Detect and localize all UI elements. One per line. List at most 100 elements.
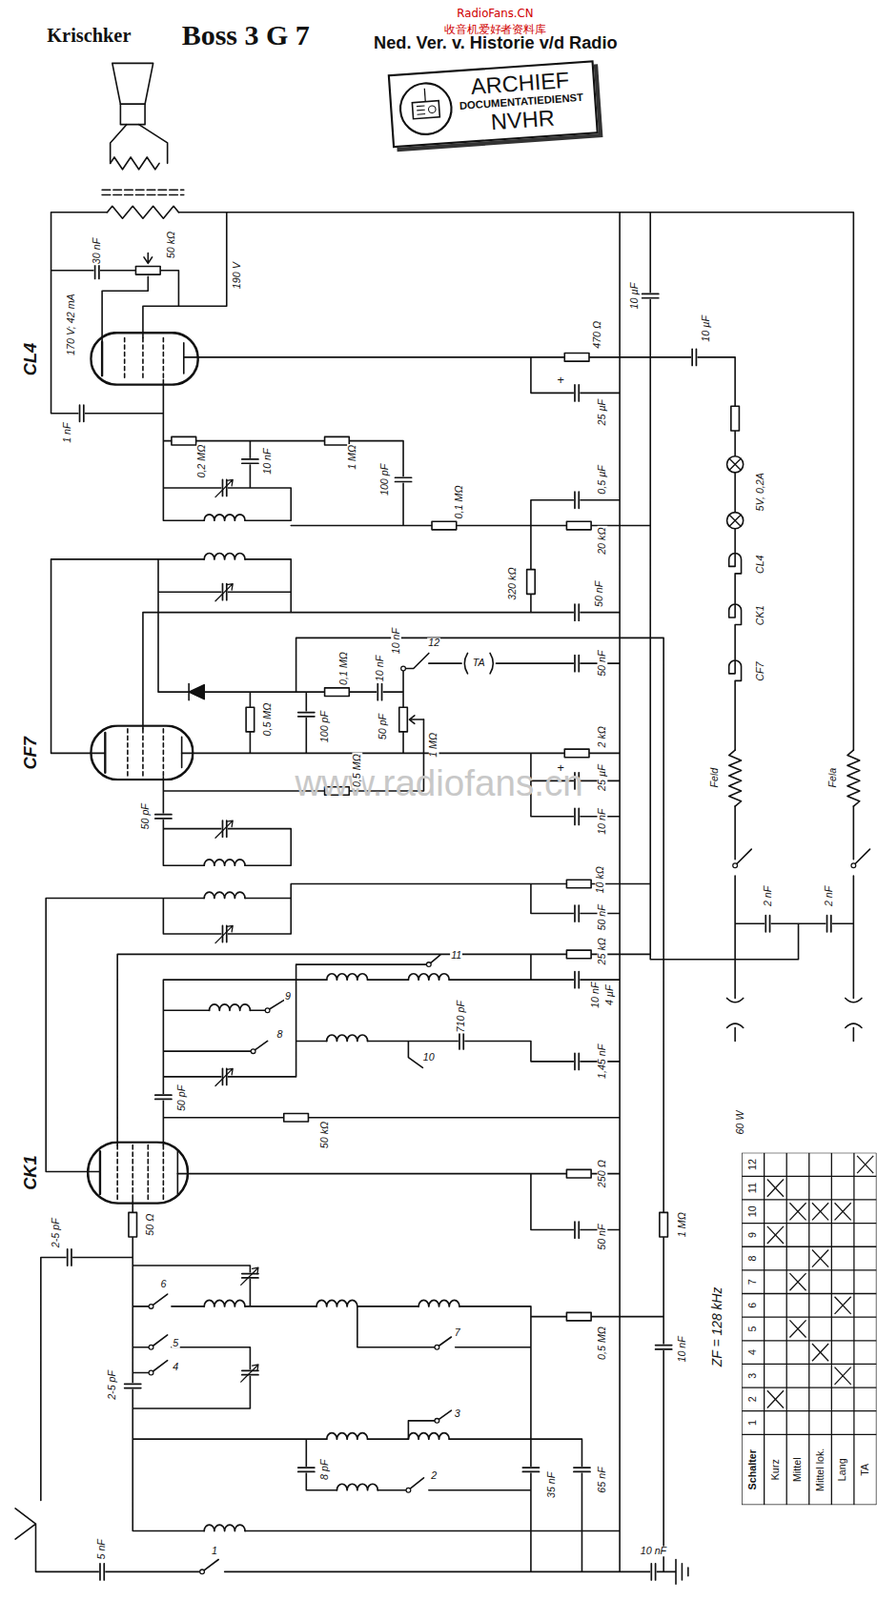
resistor-symbol (564, 749, 590, 758)
component-value: 25 µF (597, 398, 609, 428)
component-value: 9 (284, 991, 292, 1002)
table-rule (853, 1153, 855, 1506)
table-cross (834, 1367, 851, 1386)
component-value: 10 nF (390, 627, 402, 656)
table-cross (789, 1320, 806, 1338)
table-rule (741, 1340, 877, 1342)
component-value: 320 kΩ (507, 566, 518, 601)
tube-plate (100, 342, 105, 1195)
table-cross (789, 1203, 806, 1221)
coil-symbol (407, 974, 449, 980)
table-cross (766, 1390, 783, 1408)
table-rule (741, 1410, 877, 1412)
resistor-symbol (171, 436, 197, 446)
component-value: 0,1 MΩ (454, 484, 466, 520)
switch-contact (200, 1570, 205, 1575)
volume-potentiometer (399, 707, 408, 733)
diode-bar (187, 684, 190, 701)
component-value: Fela (828, 767, 839, 790)
tube-envelope: CL4 (89, 331, 200, 387)
component-value: 10 µF (630, 282, 641, 311)
radio-dial (428, 105, 436, 114)
table-rule (741, 1293, 877, 1295)
component-value: 20 kΩ (597, 526, 609, 556)
table-rule (830, 1153, 832, 1506)
tuning-capacitor (241, 1267, 260, 1285)
table-cross (834, 1297, 851, 1315)
capacitor-symbol (764, 915, 771, 934)
table-cross (834, 1203, 851, 1221)
switch-contact (434, 1345, 440, 1350)
wiper-arrow (143, 253, 424, 725)
switch-contact (406, 1488, 411, 1493)
tube-glass (87, 1142, 188, 1204)
tube-grid (117, 338, 164, 1202)
transformer-primary (106, 205, 179, 219)
capacitor-symbol (241, 458, 260, 465)
component-value: 1 nF (61, 421, 73, 445)
component-value: 30 nF (91, 237, 102, 266)
capacitor-symbol (573, 603, 580, 622)
tube-name: CL4 (21, 341, 40, 377)
component-value: 2 kΩ (597, 725, 609, 750)
switch-contact (851, 863, 857, 869)
table-cell: 4 (741, 1341, 765, 1366)
table-cell: 11 (741, 1176, 765, 1201)
switch-contact (148, 1305, 154, 1310)
component-value: 35 nF (546, 1471, 557, 1501)
component-value: 50 pF (176, 1084, 187, 1114)
component-value: + (555, 373, 566, 387)
capacitor-symbol (521, 1467, 540, 1473)
coil-symbol (203, 1525, 245, 1531)
site-watermark: RadioFans.CN (455, 7, 535, 20)
component-value: ZF = 128 kHz (710, 1285, 724, 1368)
trimmer-capacitor (123, 1383, 143, 1389)
component-value: 10 µF (701, 314, 713, 344)
capacitor-symbol (154, 1094, 173, 1101)
coil-symbol (418, 1300, 460, 1306)
speaker-leads (110, 124, 168, 164)
coil-symbol (203, 859, 245, 866)
coil-symbol (203, 1300, 245, 1306)
trimmer-capacitor (215, 478, 233, 497)
table-cross (789, 1273, 806, 1291)
component-value: 2 nF (823, 885, 835, 909)
component-value: + (555, 761, 566, 775)
archive-stamp: ARCHIEFDOCUMENTATIEDIENSTNVHR (387, 60, 599, 148)
capacitor-symbol (573, 807, 580, 826)
capacitor-symbol (297, 1467, 316, 1473)
table-cell: Mittel (786, 1434, 810, 1506)
table-cell: 12 (741, 1153, 765, 1178)
trimmer-capacitor (215, 924, 233, 943)
table-rule (741, 1153, 743, 1506)
wiring (15, 62, 870, 1585)
capacitor-symbol (573, 1221, 580, 1240)
coil-symbol (336, 1484, 378, 1490)
component-value: TA (471, 658, 487, 670)
table-cross (811, 1203, 828, 1221)
table-cell: 6 (741, 1294, 765, 1319)
component-value: 1 MΩ (676, 1211, 688, 1239)
switch-contact (426, 962, 431, 968)
component-value: 12 (427, 637, 441, 649)
component-value: 1,45 nF (597, 1043, 609, 1081)
component-value: 50 nF (597, 1223, 609, 1252)
resistor-symbol (527, 570, 536, 595)
component-value: 10 nF (676, 1335, 688, 1365)
trimmer-capacitor (215, 583, 233, 602)
table-cell: 2 (741, 1387, 765, 1412)
lamp-symbol (727, 456, 744, 473)
capacitor-symbol (573, 971, 580, 990)
table-rule (741, 1364, 877, 1366)
mains-switch (734, 849, 870, 866)
component-value: 2-5 pF (51, 1217, 62, 1249)
component-value: 50 pF (141, 802, 152, 832)
speaker-cone (112, 62, 154, 104)
component-value: 2 (429, 1470, 438, 1482)
table-cell: Kurz (763, 1434, 787, 1506)
table-cross (856, 1156, 874, 1174)
resistor-symbol (245, 707, 255, 733)
resistor-symbol (659, 1212, 669, 1238)
component-value: 0,5 MΩ (262, 702, 273, 738)
